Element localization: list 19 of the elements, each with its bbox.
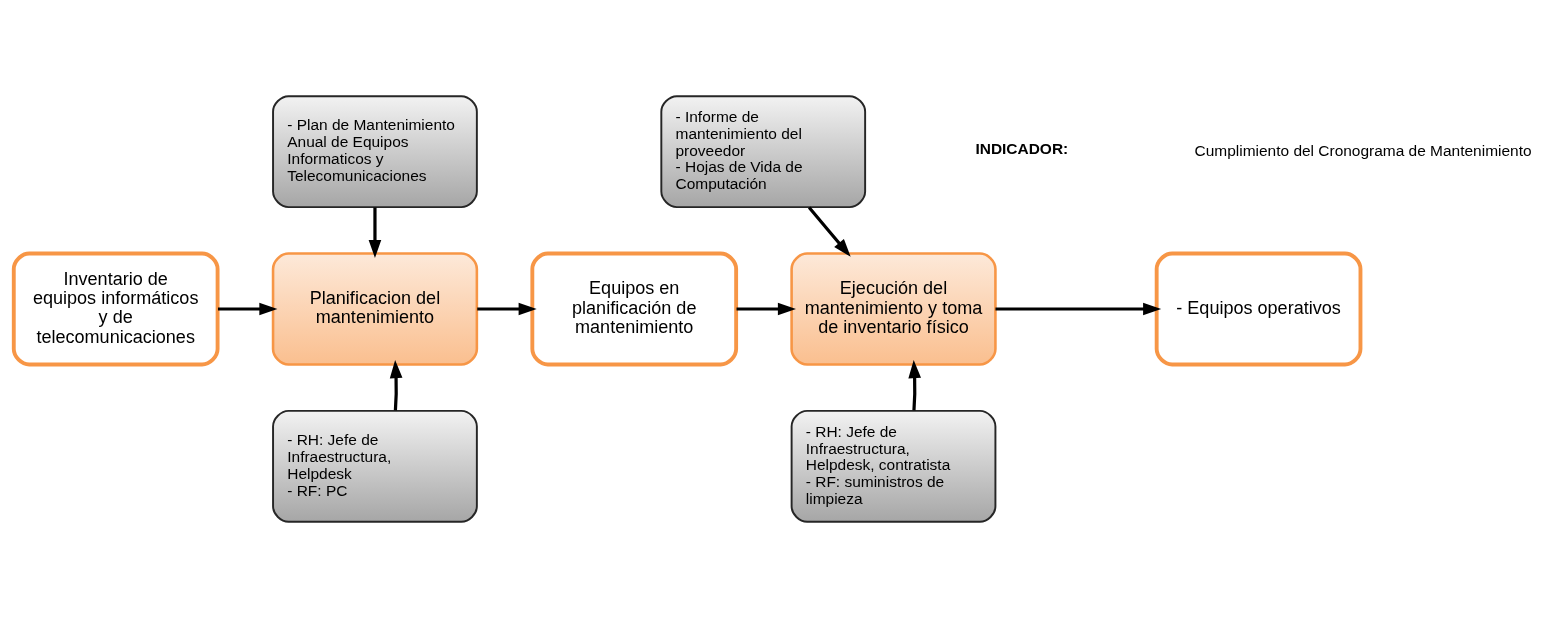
node-box: Equipos en planificación de mantenimiento xyxy=(530,251,739,366)
label: INDICADOR: xyxy=(975,139,1069,157)
arrow xyxy=(477,302,537,315)
label: Cumplimiento del Cronograma de Mantenimiento xyxy=(1194,141,1532,159)
arrow xyxy=(908,359,921,411)
node-box: - Informe de mantenimiento del proveedor - Hojas de Vida de Computación xyxy=(660,94,867,208)
arrow xyxy=(217,302,278,315)
arrow xyxy=(368,207,382,258)
arrow xyxy=(995,302,1162,315)
node-box: - Equipos operativos xyxy=(1154,251,1363,366)
arrow xyxy=(736,302,796,315)
node-box: Inventario de equipos informáticos y de telecomunicaciones xyxy=(11,251,220,366)
node-box: - RH: Jefe de Infraestructura, Helpdesk, contratista - RF: suministros de limpieza xyxy=(790,409,997,523)
node-box: Ejecución del mantenimiento y toma de inventario físico xyxy=(790,251,997,366)
arrow xyxy=(389,359,403,411)
node-box: - RH: Jefe de Infraestructura, Helpdesk - RF: PC xyxy=(272,409,478,523)
node-box: - Plan de Mantenimiento Anual de Equipos Informaticos y Telecomunicaciones xyxy=(272,94,478,208)
arrow xyxy=(807,205,851,257)
node-box: Planificacion del mantenimiento xyxy=(271,251,479,366)
